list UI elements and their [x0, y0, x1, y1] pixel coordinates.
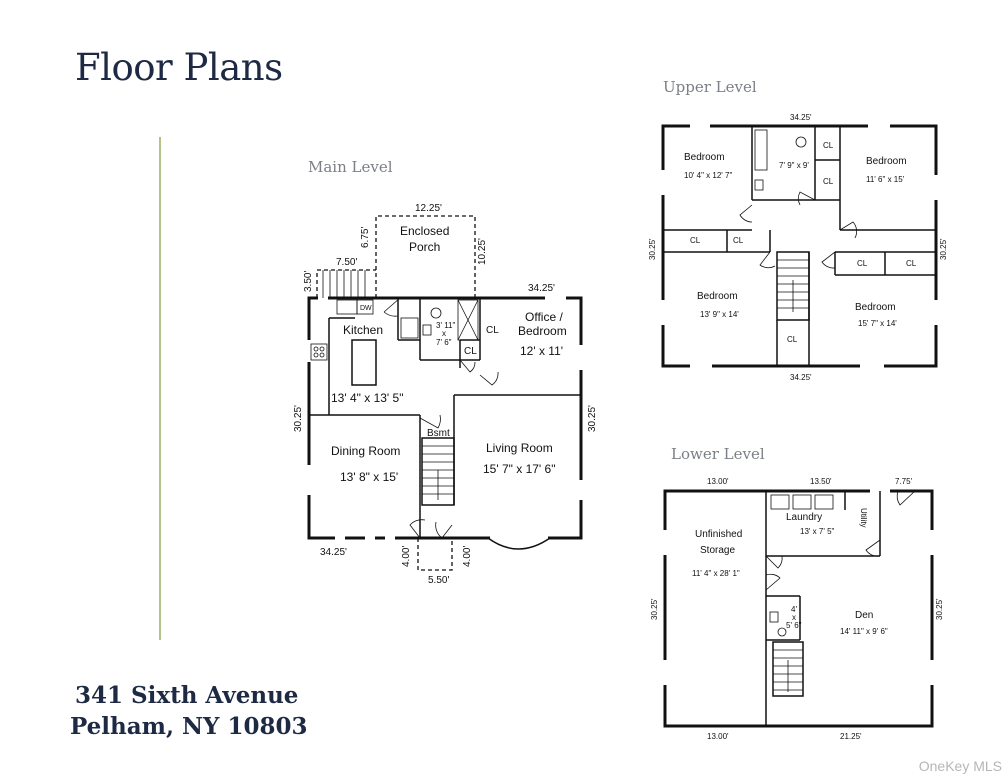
upper-dim-bottom: 34.25' [790, 373, 812, 382]
upper-bed3-label: Bedroom [697, 291, 738, 302]
utility-label: Utility [859, 508, 868, 528]
upper-exterior-walls [661, 124, 938, 368]
upper-bed4-label: Bedroom [855, 302, 896, 313]
main-level-label: Main Level [308, 158, 393, 176]
accent-divider-line [159, 137, 161, 640]
bath-size-a: 3' 11" [436, 321, 456, 330]
upper-bath-size: 7' 9" x 9' [779, 161, 809, 170]
dim-bottom-left: 34.25' [320, 547, 347, 558]
upper-closet-1: CL [823, 141, 834, 150]
main-level-plan: 12.25' 6.75' 10.25' 7.50' 3.50' 34.25' 3… [293, 203, 598, 586]
upper-level-label: Upper Level [663, 78, 757, 96]
porch-label-2: Porch [409, 240, 440, 254]
upper-closet-7: CL [906, 259, 917, 268]
dim-stair-width: 7.50' [336, 257, 357, 268]
upper-bed1-size: 10' 4" x 12' 7" [684, 171, 732, 180]
lower-dim-left: 30.25' [650, 598, 659, 620]
dishwasher-label: DW [360, 305, 372, 312]
dim-porch-width: 12.25' [415, 203, 442, 214]
upper-dim-left: 30.25' [648, 238, 657, 260]
upper-bed4-size: 15' 7" x 14' [858, 319, 897, 328]
laundry-label: Laundry [786, 512, 822, 523]
dim-porch-depth-right: 10.25' [477, 238, 488, 265]
dining-size: 13' 8" x 15' [340, 470, 398, 484]
address-line-2: Pelham, NY 10803 [70, 713, 308, 740]
upper-dim-top: 34.25' [790, 113, 812, 122]
office-label-2: Bedroom [518, 324, 567, 338]
living-size: 15' 7" x 17' 6" [483, 462, 555, 476]
dim-left-side: 30.25' [293, 405, 304, 432]
lower-dim-top-mid: 13.50' [810, 477, 832, 486]
main-exterior-walls [307, 296, 583, 540]
dim-top-right: 34.25' [528, 283, 555, 294]
dim-entry-right: 4.00' [462, 546, 473, 567]
closet-label-2: CL [464, 346, 477, 357]
den-size: 14' 11" x 9' 6" [840, 627, 888, 636]
office-size: 12' x 11' [520, 344, 563, 358]
upper-closet-6: CL [857, 259, 868, 268]
upper-closet-4: CL [733, 236, 744, 245]
living-label: Living Room [486, 441, 553, 455]
dim-entry-width: 5.50' [428, 575, 449, 586]
lower-bath-a: 4' [791, 605, 797, 614]
lower-exterior-walls [663, 489, 934, 728]
lower-dim-top-left: 13.00' [707, 477, 729, 486]
page-title: Floor Plans [75, 46, 283, 89]
storage-label-1: Unfinished [695, 529, 742, 540]
lower-bath-c: 5' 6" [786, 621, 802, 630]
office-label-1: Office / [525, 310, 563, 324]
upper-dim-right: 30.25' [939, 238, 948, 260]
den-label: Den [855, 610, 873, 621]
laundry-size: 13' x 7' 5" [800, 527, 835, 536]
bath-size-c: 7' 6" [436, 338, 452, 347]
kitchen-label: Kitchen [343, 323, 383, 337]
upper-bed2-size: 11' 6" x 15' [866, 175, 905, 184]
upper-bed2-label: Bedroom [866, 156, 907, 167]
lower-bath-b: x [792, 613, 796, 622]
lower-dim-bottom-left: 13.00' [707, 732, 729, 741]
upper-bed3-size: 13' 9" x 14' [700, 310, 739, 319]
storage-size: 11' 4" x 28' 1" [692, 569, 740, 578]
dim-entry-left: 4.00' [401, 546, 412, 567]
upper-closet-3: CL [690, 236, 701, 245]
dim-right-side: 30.25' [587, 405, 598, 432]
upper-closet-2: CL [823, 177, 834, 186]
address-line-1: 341 Sixth Avenue [75, 682, 299, 709]
dining-label: Dining Room [331, 444, 400, 458]
lower-dim-top-right: 7.75' [895, 477, 913, 486]
storage-label-2: Storage [700, 545, 735, 556]
upper-closet-5: CL [787, 335, 798, 344]
dim-stair-depth: 3.50' [303, 271, 314, 292]
lower-level-label: Lower Level [671, 445, 765, 463]
closet-label-1: CL [486, 325, 499, 336]
porch-label-1: Enclosed [400, 224, 449, 238]
upper-bed1-label: Bedroom [684, 152, 725, 163]
watermark-text: OneKey MLS [918, 758, 1002, 774]
kitchen-size: 13' 4" x 13' 5" [331, 391, 403, 405]
dim-porch-depth-left: 6.75' [360, 227, 371, 248]
basement-label: Bsmt [427, 428, 450, 439]
lower-level-plan: 13.00' 13.50' 7.75' 30.25' 30.25' 13.00'… [650, 477, 944, 741]
bath-size-b: x [442, 329, 446, 338]
upper-level-plan: 34.25' 34.25' 30.25' 30.25' Bedroom 10' … [648, 113, 948, 382]
lower-dim-bottom-right: 21.25' [840, 732, 862, 741]
lower-dim-right: 30.25' [935, 598, 944, 620]
